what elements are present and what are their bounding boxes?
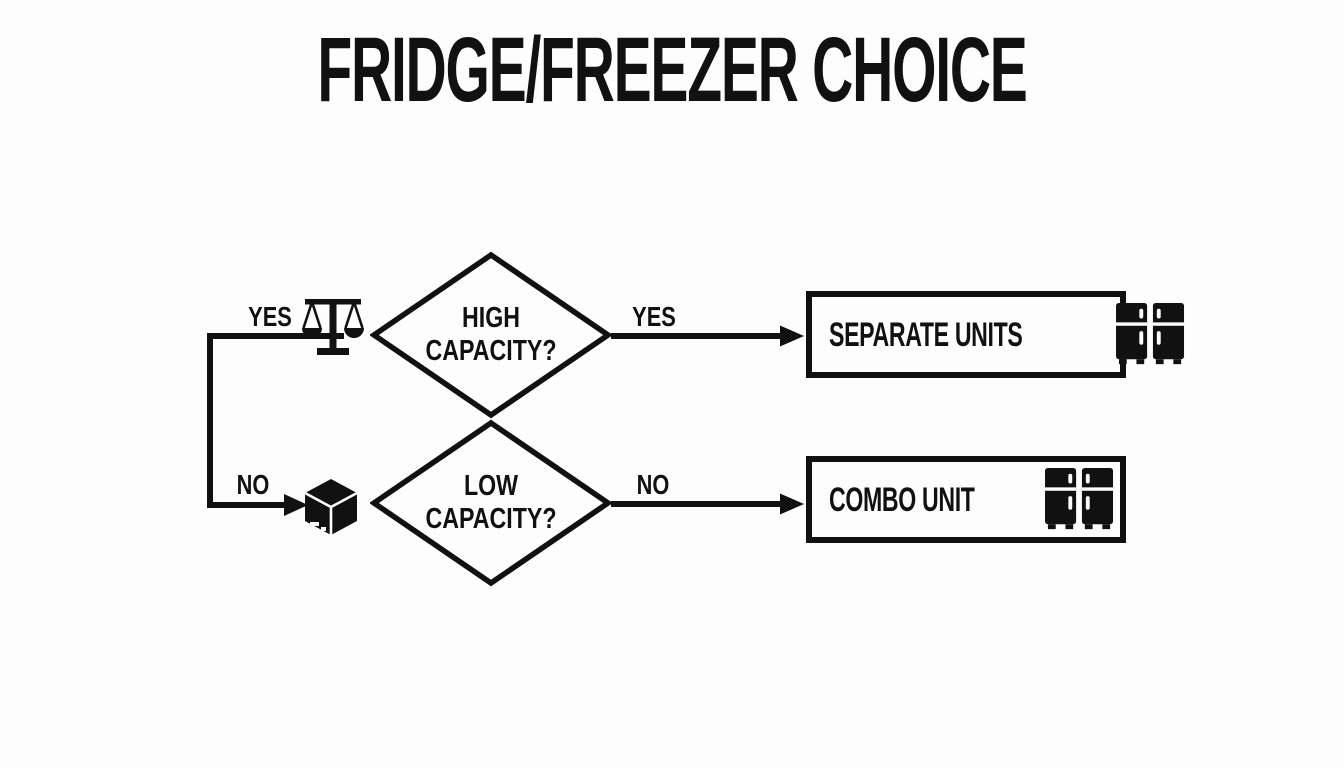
diamond-shape: [370, 251, 612, 419]
two-fridges-icon: [1115, 302, 1184, 364]
two-fridges-icon: [1045, 467, 1114, 529]
fridge-right-icon: [1082, 467, 1114, 529]
outcome-box-separate-units: SEPARATE UNITS: [806, 291, 1184, 378]
box-icon: [304, 479, 358, 535]
balance-scale-icon: [302, 299, 364, 355]
edge-label-left-no: NO: [236, 469, 270, 500]
outcome-label-combo-unit: COMBO UNIT: [829, 480, 975, 519]
outcome-box-combo-unit: COMBO UNIT: [806, 456, 1126, 543]
arrow-low-arrowhead-icon: [780, 493, 804, 515]
edge-label-left-yes: YES: [248, 301, 292, 332]
arrow-high-arrowhead-icon: [780, 325, 804, 347]
decision-node-high-capacity: HIGH CAPACITY?: [370, 251, 612, 419]
fridge-right-icon: [1152, 302, 1184, 364]
decision-label-line1: LOW: [463, 469, 519, 502]
decision-label-high-capacity: HIGH CAPACITY?: [394, 251, 588, 419]
fridge-left-icon: [1045, 467, 1077, 529]
decision-label-line2: CAPACITY?: [425, 503, 557, 535]
page-title: FRIDGE/FREEZER CHOICE: [317, 19, 1027, 121]
diamond-shape: [370, 419, 612, 587]
decision-label-line2: CAPACITY?: [425, 335, 557, 367]
edge-label-right-yes: YES: [632, 301, 676, 332]
outcome-label-separate-units: SEPARATE UNITS: [829, 315, 1023, 354]
edge-label-right-no: NO: [636, 469, 670, 500]
decision-label-line1: HIGH: [462, 301, 520, 334]
fridge-left-icon: [1115, 302, 1147, 364]
decision-node-low-capacity: LOW CAPACITY?: [370, 419, 612, 587]
decision-label-low-capacity: LOW CAPACITY?: [394, 419, 588, 587]
